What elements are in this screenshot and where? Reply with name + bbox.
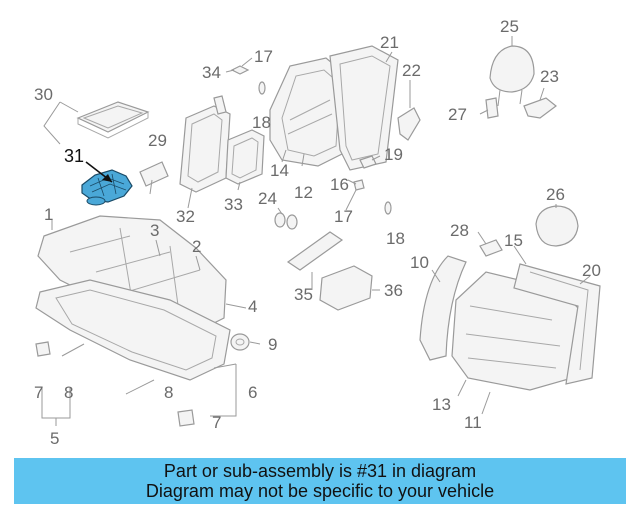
part-19	[359, 155, 377, 169]
banner-line-2: Diagram may not be specific to your vehi…	[145, 481, 495, 501]
callout-25: 25	[500, 17, 519, 36]
info-banner: Part or sub-assembly is #31 in diagram D…	[14, 458, 626, 504]
callout-29: 29	[148, 131, 167, 150]
callout-12: 12	[294, 183, 313, 202]
part-27	[485, 97, 499, 119]
part-7a-clip	[35, 341, 51, 357]
callout-27: 27	[448, 105, 467, 124]
callout-30: 30	[34, 85, 53, 104]
part-28	[479, 239, 503, 257]
part-25-headrest	[489, 45, 535, 107]
callout-1: 1	[44, 205, 53, 224]
leader-lines	[41, 36, 591, 426]
part-31-body	[81, 169, 133, 203]
part-32-frame	[179, 105, 231, 193]
part-9-grommet	[230, 333, 250, 351]
callout-6: 6	[248, 383, 257, 402]
callout-15: 15	[504, 231, 523, 250]
callout-13: 13	[432, 395, 451, 414]
part-33-frame	[225, 129, 265, 185]
callout-34: 34	[202, 63, 221, 82]
part-24-clips	[274, 212, 298, 230]
callout-10: 10	[410, 253, 429, 272]
callout-8b: 8	[164, 383, 173, 402]
callout-14: 14	[270, 161, 289, 180]
callout-11: 11	[464, 413, 482, 432]
part-18a	[258, 81, 266, 95]
part-8b-rod	[125, 379, 155, 395]
part-23	[523, 97, 557, 119]
part-22	[397, 107, 421, 141]
banner-line-1: Part or sub-assembly is #31 in diagram	[163, 461, 477, 481]
callout-31-arrow	[85, 161, 113, 183]
part-10-bolster	[419, 255, 467, 361]
callout-18b: 18	[386, 229, 405, 248]
part-21-back-frame	[329, 45, 399, 171]
part-30-pad	[76, 101, 150, 139]
part-11-back-cushion	[451, 271, 581, 391]
part-31-highlighted[interactable]	[81, 169, 133, 206]
callout-24: 24	[258, 189, 277, 208]
part-20-back-frame	[513, 263, 601, 385]
part-26-headrest	[535, 205, 579, 247]
callout-26: 26	[546, 185, 565, 204]
callout-21: 21	[380, 33, 399, 52]
part-29	[139, 161, 169, 187]
callout-32: 32	[176, 207, 195, 226]
callout-35: 35	[294, 285, 313, 304]
part-36-module	[319, 265, 373, 311]
callout-17a: 17	[254, 47, 273, 66]
part-16	[353, 179, 365, 191]
callout-22: 22	[402, 61, 421, 80]
part-34	[213, 95, 227, 115]
callout-3: 3	[150, 221, 159, 240]
callout-31: 31	[64, 146, 84, 166]
callout-33: 33	[224, 195, 243, 214]
callout-5: 5	[50, 429, 59, 448]
callout-18a: 18	[252, 113, 271, 132]
callout-7b: 7	[212, 413, 221, 432]
callout-19: 19	[384, 145, 403, 164]
callout-2: 2	[192, 237, 201, 256]
callout-17b: 17	[334, 207, 353, 226]
callout-8a: 8	[64, 383, 73, 402]
part-35-bracket	[286, 231, 344, 271]
part-8a-rod	[61, 343, 85, 357]
callout-labels: 1 2 3 4 5 6 7 7 8 8 9 10 11 12 13 14 15 …	[34, 17, 601, 448]
part-18b	[384, 201, 392, 215]
callout-28: 28	[450, 221, 469, 240]
callout-4: 4	[248, 297, 257, 316]
callout-9: 9	[268, 335, 277, 354]
part-7b-clip	[177, 409, 195, 427]
callout-23: 23	[540, 67, 559, 86]
callout-20: 20	[582, 261, 601, 280]
callout-7a: 7	[34, 383, 43, 402]
part-4-seat-pan	[35, 279, 231, 381]
callout-36: 36	[384, 281, 403, 300]
part-17a	[230, 65, 250, 75]
callout-16: 16	[330, 175, 349, 194]
